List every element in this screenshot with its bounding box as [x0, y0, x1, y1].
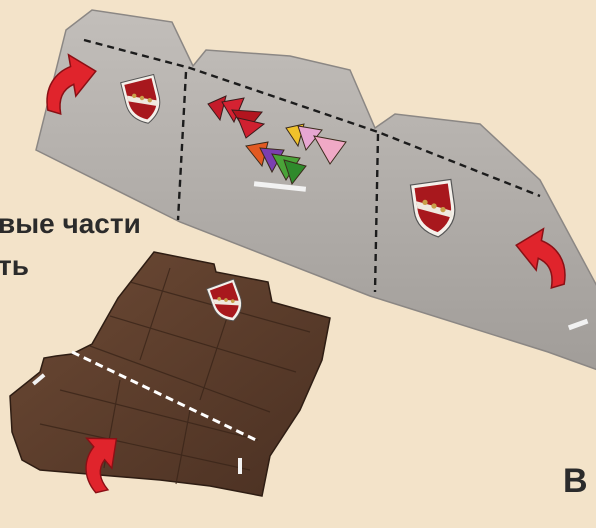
section-letter: B [563, 462, 588, 501]
instruction-text-line-2: ть [0, 250, 29, 282]
instruction-text-line-1: вые части [0, 208, 141, 240]
board-panel [10, 252, 330, 496]
board-notch [238, 458, 242, 474]
